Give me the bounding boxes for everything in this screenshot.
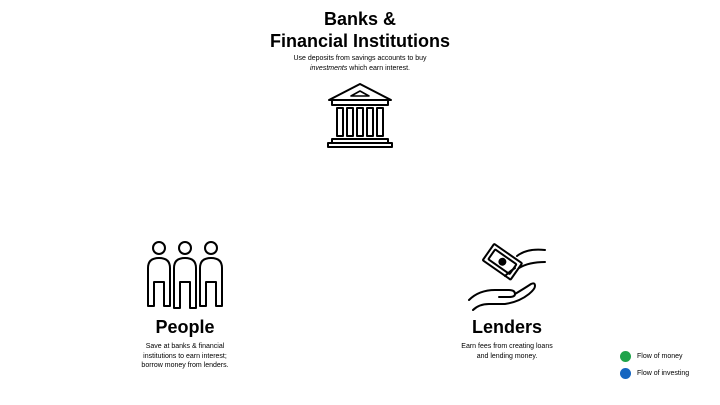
lenders-node: Lenders Earn fees from creating loans an… xyxy=(452,238,562,361)
money-hand-icon xyxy=(465,238,549,316)
legend-dot-money xyxy=(620,351,631,362)
bank-desc-part1: Use deposits from savings accounts to bu… xyxy=(293,55,427,62)
lenders-description: Earn fees from creating loans and lendin… xyxy=(461,343,553,360)
bank-desc-part2: which earn interest. xyxy=(347,64,410,72)
bank-description: Use deposits from savings accounts to bu… xyxy=(230,54,490,73)
legend-dot-investing xyxy=(620,368,631,379)
legend-item-investing: Flow of investing xyxy=(620,365,689,382)
legend: Flow of money Flow of investing xyxy=(620,348,689,382)
legend-label-money: Flow of money xyxy=(637,353,683,360)
bank-icon xyxy=(325,81,395,149)
people-node: People Save at banks & financial institu… xyxy=(130,238,240,371)
lenders-name: Lenders xyxy=(471,317,543,337)
bank-desc-emphasis: investments xyxy=(309,64,348,72)
bank-title-line-1: Banks & xyxy=(323,9,397,29)
bank-node: Banks & Financial Institutions Use depos… xyxy=(230,8,490,149)
people-icon xyxy=(143,238,227,316)
bank-title: Banks & Financial Institutions xyxy=(230,8,490,52)
bank-title-line-2: Financial Institutions xyxy=(269,31,450,51)
legend-item-money: Flow of money xyxy=(620,348,689,365)
people-name: People xyxy=(155,317,215,337)
legend-label-investing: Flow of investing xyxy=(637,370,690,377)
people-description: Save at banks & financial institutions t… xyxy=(141,343,229,369)
